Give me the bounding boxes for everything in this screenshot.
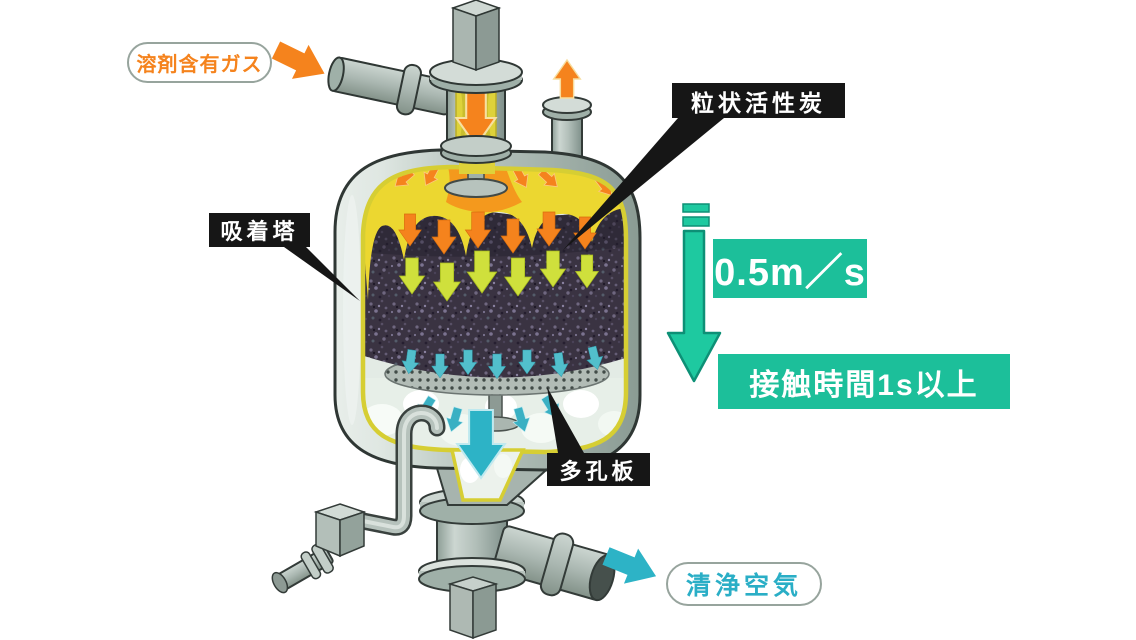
contact-time-annotation: 接触時間1s以上 xyxy=(718,354,1010,409)
distributor-disc xyxy=(444,178,508,198)
top-square-block xyxy=(450,0,502,72)
top-inlet-column xyxy=(429,0,523,174)
drain-pipe xyxy=(349,404,446,536)
base-square-column xyxy=(447,576,499,640)
plate-label-pointer xyxy=(547,387,584,453)
perforated-plate-label: 多孔板 xyxy=(547,453,650,486)
carbon-bed xyxy=(363,203,626,378)
tower-label-pointer xyxy=(284,247,360,301)
inlet-pipe xyxy=(327,56,456,116)
clean-air-label: 清浄空気 xyxy=(666,562,822,606)
tank-interior xyxy=(363,167,626,452)
drain-valve xyxy=(271,503,367,594)
solvent-gas-label: 溶剤含有ガス xyxy=(127,42,272,83)
vent-up-arrow-icon xyxy=(552,59,582,99)
velocity-annotation: 0.5m／s xyxy=(713,239,867,298)
activated-carbon-label: 粒状活性炭 xyxy=(672,83,845,118)
velocity-annotation-arrow xyxy=(666,203,722,383)
solvent-gas-arrow-icon xyxy=(267,33,333,91)
inlet-gas-cloud xyxy=(363,167,626,300)
carbon-label-pointer xyxy=(563,118,724,250)
adsorption-tower-label: 吸着塔 xyxy=(209,213,310,247)
